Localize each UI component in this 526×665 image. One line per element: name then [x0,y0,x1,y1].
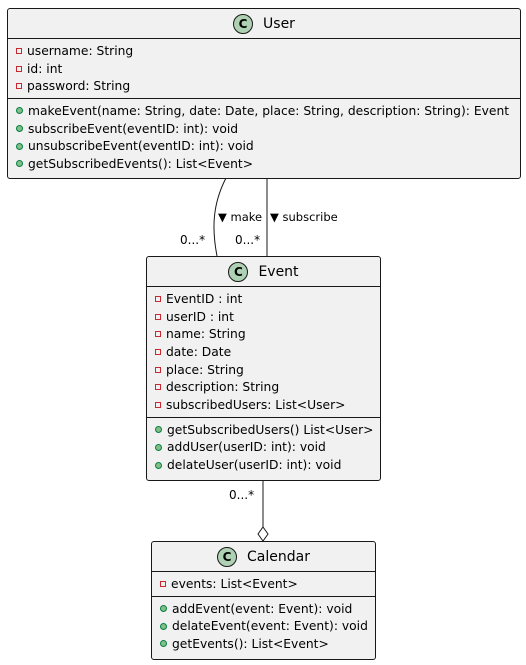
method-row: addEvent(event: Event): void [152,600,375,618]
event-class-name: Event [258,263,299,280]
attribute-row: userID : int [147,308,380,326]
aggregation-diamond [257,526,269,542]
method-text: delateEvent(event: Event): void [172,619,368,634]
event-methods: getSubscribedUsers() List<User> addUser(… [147,416,380,477]
make-direction-arrow: ▼ [218,210,227,224]
attribute-row: place: String [147,361,380,379]
subscribe-label: ▼ subscribe [270,210,338,224]
method-row: addUser(userID: int): void [147,439,380,457]
method-text: subscribeEvent(eventID: int): void [28,121,239,136]
method-row: delateUser(userID: int): void [147,456,380,474]
attribute-text: EventID : int [166,291,243,306]
public-visibility-icon [16,107,23,115]
attribute-text: password: String [27,79,131,94]
attribute-text: events: List<Event> [171,576,298,591]
calendar-class-name: Calendar [247,548,310,565]
method-row: getEvents(): List<Event> [152,635,375,653]
public-visibility-icon [160,622,167,630]
user-class-header: C User [8,9,520,39]
method-row: delateEvent(event: Event): void [152,617,375,635]
event-class: C Event EventID : int userID : int name:… [146,256,381,481]
private-visibility-icon [155,313,161,320]
class-icon: C [228,261,249,282]
method-row: subscribeEvent(eventID: int): void [8,120,520,138]
public-visibility-icon [16,125,23,133]
private-visibility-icon [16,47,22,54]
attribute-row: events: List<Event> [152,575,375,593]
method-row: getSubscribedEvents(): List<Event> [8,155,520,173]
attribute-text: userID : int [166,309,234,324]
method-text: addEvent(event: Event): void [172,601,353,616]
calendar-methods: addEvent(event: Event): void delateEvent… [152,595,375,656]
subscribe-multiplicity: 0...* [235,233,261,247]
make-label-text: make [230,210,263,224]
private-visibility-icon [155,331,161,338]
private-visibility-icon [155,295,161,302]
class-icon: C [217,546,238,567]
attribute-text: username: String [27,43,134,58]
attribute-text: name: String [166,327,246,342]
attribute-row: date: Date [147,343,380,361]
method-row: unsubscribeEvent(eventID: int): void [8,137,520,155]
private-visibility-icon [16,83,22,90]
subscribe-direction-arrow: ▼ [270,210,279,224]
private-visibility-icon [155,348,161,355]
attribute-text: subscribedUsers: List<User> [166,397,346,412]
user-class: C User username: String id: int password… [7,8,521,179]
public-visibility-icon [160,640,167,648]
public-visibility-icon [155,461,162,469]
class-icon: C [233,13,254,34]
subscribe-label-text: subscribe [282,210,338,224]
make-multiplicity: 0...* [180,233,206,247]
make-association-line [213,177,227,257]
aggregation-multiplicity: 0...* [229,488,255,502]
method-text: delateUser(userID: int): void [167,458,342,473]
public-visibility-icon [160,605,167,613]
method-text: addUser(userID: int): void [167,440,326,455]
attribute-row: description: String [147,378,380,396]
public-visibility-icon [16,160,23,168]
calendar-class-header: C Calendar [152,542,375,572]
attribute-row: name: String [147,325,380,343]
user-class-name: User [263,15,295,32]
calendar-class: C Calendar events: List<Event> addEvent(… [151,541,376,660]
make-label: ▼ make [218,210,262,224]
private-visibility-icon [155,384,161,391]
private-visibility-icon [155,366,161,373]
attribute-row: password: String [8,77,520,95]
event-class-header: C Event [147,257,380,287]
method-text: getSubscribedUsers() List<User> [167,422,374,437]
attribute-text: id: int [27,61,63,76]
public-visibility-icon [16,142,23,150]
attribute-row: EventID : int [147,290,380,308]
method-text: getSubscribedEvents(): List<Event> [28,156,254,171]
private-visibility-icon [16,65,22,72]
public-visibility-icon [155,443,162,451]
method-text: getEvents(): List<Event> [172,636,329,651]
event-attributes: EventID : int userID : int name: String … [147,287,380,417]
public-visibility-icon [155,426,162,434]
attribute-text: place: String [166,362,244,377]
method-row: getSubscribedUsers() List<User> [147,421,380,439]
user-methods: makeEvent(name: String, date: Date, plac… [8,98,520,176]
attribute-text: description: String [166,380,280,395]
attribute-row: subscribedUsers: List<User> [147,396,380,414]
attribute-row: username: String [8,42,520,60]
private-visibility-icon [155,401,161,408]
method-row: makeEvent(name: String, date: Date, plac… [8,102,520,120]
attribute-row: id: int [8,60,520,78]
method-text: unsubscribeEvent(eventID: int): void [28,139,254,154]
attribute-text: date: Date [166,344,232,359]
method-text: makeEvent(name: String, date: Date, plac… [28,103,510,118]
user-attributes: username: String id: int password: Strin… [8,39,520,98]
calendar-attributes: events: List<Event> [152,572,375,596]
private-visibility-icon [160,580,166,587]
